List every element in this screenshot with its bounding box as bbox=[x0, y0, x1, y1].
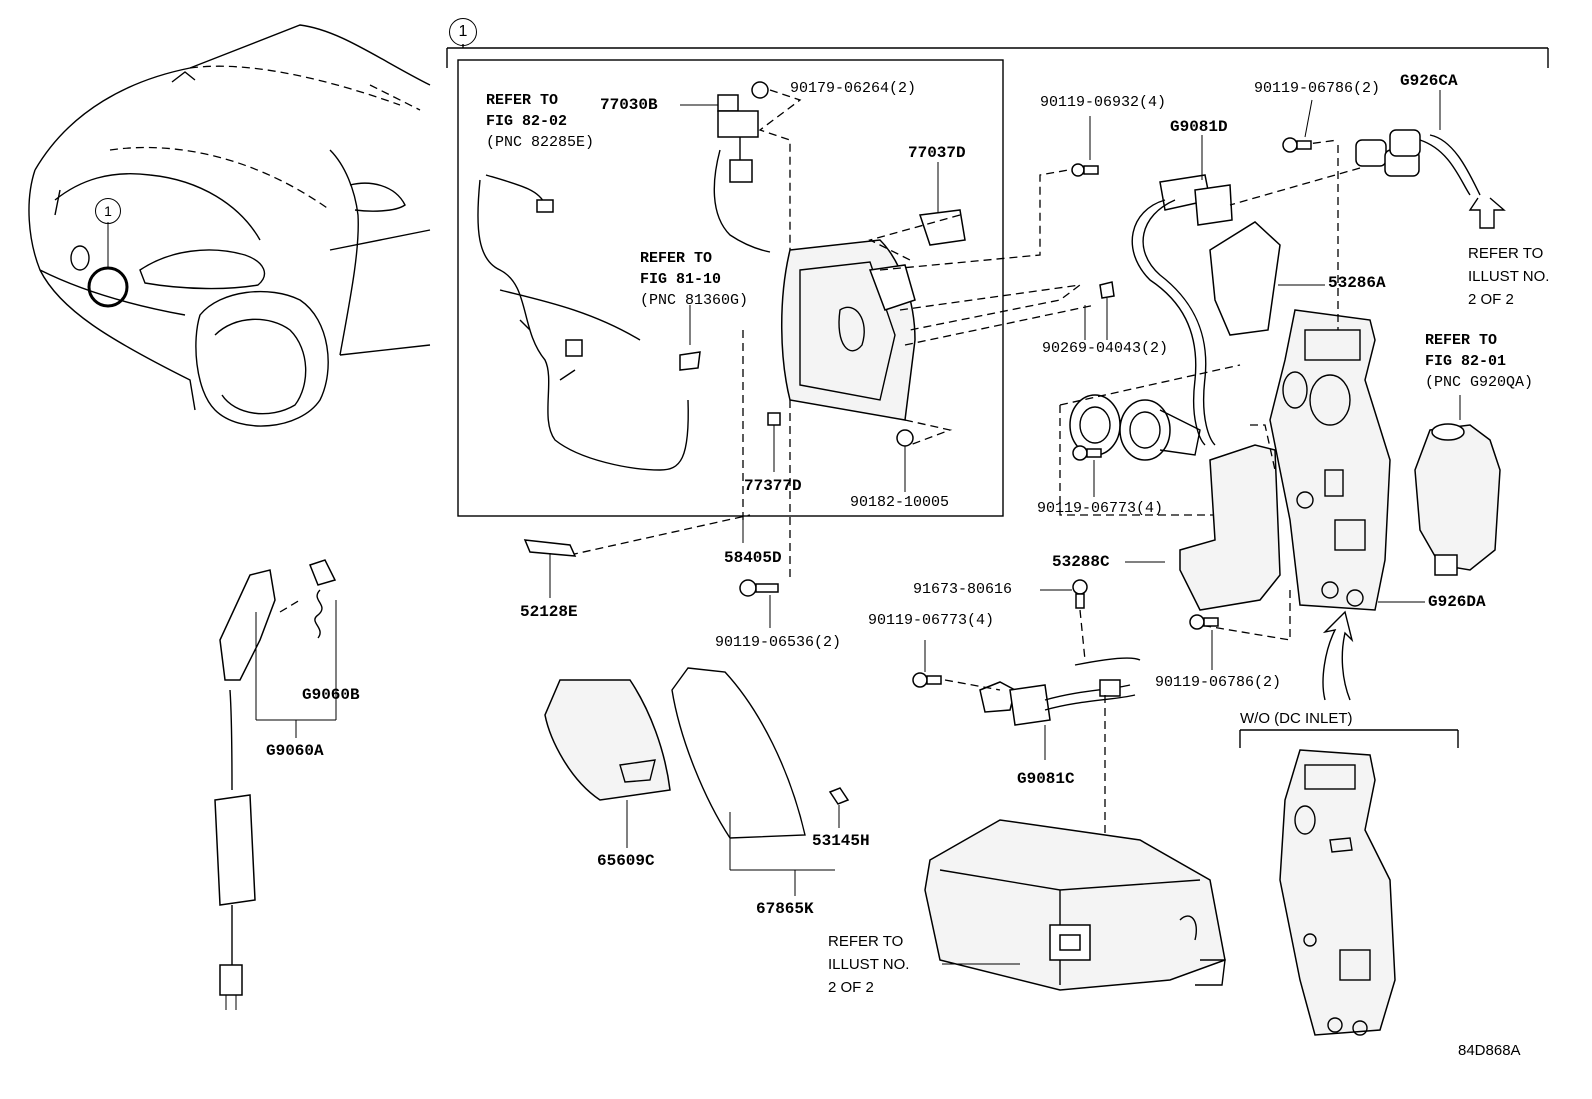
note-ref-line3: (PNC 81360G) bbox=[640, 292, 749, 309]
label-77037D: 77037D bbox=[908, 144, 966, 162]
label-90269-04043: 90269-04043(2) bbox=[1042, 340, 1169, 357]
part-G9081D bbox=[1131, 135, 1233, 446]
clip-81360G bbox=[679, 351, 701, 371]
bolt-90119-06773-a bbox=[1072, 445, 1102, 497]
part-G926CA bbox=[1355, 90, 1506, 229]
label-58405D: 58405D bbox=[724, 549, 782, 567]
note-ref-illust-bottom: REFER TO ILLUST NO. 2 OF 2 bbox=[828, 930, 909, 999]
bolt-91673 bbox=[1040, 579, 1088, 609]
label-90119-06773-b: 90119-06773(4) bbox=[868, 612, 995, 629]
note-ref-line3: 2 OF 2 bbox=[1468, 291, 1514, 308]
label-90119-06773-a: 90119-06773(4) bbox=[1037, 500, 1164, 517]
note-ref-line3: (PNC 82285E) bbox=[486, 134, 595, 151]
part-53288C bbox=[1125, 444, 1281, 611]
note-ref-line3: (PNC G920QA) bbox=[1425, 374, 1534, 391]
note-ref-fig-82-02: REFER TO FIG 82-02 (PNC 82285E) bbox=[486, 90, 594, 153]
part-G920QA bbox=[1414, 395, 1501, 576]
note-ref-line1: REFER TO bbox=[1468, 245, 1544, 262]
label-91673-80616: 91673-80616 bbox=[913, 581, 1013, 598]
part-53286A bbox=[1209, 221, 1325, 336]
label-90119-06932: 90119-06932(4) bbox=[1040, 94, 1167, 111]
label-52128E: 52128E bbox=[520, 603, 578, 621]
note-ref-line2: FIG 82-01 bbox=[1425, 353, 1507, 370]
note-ref-line1: REFER TO bbox=[828, 933, 904, 950]
note-ref-line2: FIG 82-02 bbox=[486, 113, 568, 130]
callout-marker-1: 1 bbox=[449, 18, 477, 46]
note-ref-line2: FIG 81-10 bbox=[640, 271, 722, 288]
part-inlet-sockets bbox=[1069, 394, 1201, 461]
part-G9081C bbox=[979, 657, 1141, 760]
note-wo-dc-inlet: W/O (DC INLET) bbox=[1240, 710, 1353, 727]
label-90119-06786-top: 90119-06786(2) bbox=[1254, 80, 1381, 97]
label-67865K: 67865K bbox=[756, 900, 814, 918]
label-G9081C: G9081C bbox=[1017, 770, 1075, 788]
vehicle-illustration bbox=[28, 24, 431, 427]
note-ref-fig-82-01: REFER TO FIG 82-01 (PNC G920QA) bbox=[1425, 330, 1533, 393]
bolt-90119-06786-top bbox=[1282, 99, 1313, 153]
note-ref-line1: REFER TO bbox=[640, 250, 713, 267]
label-90119-06786-bottom: 90119-06786(2) bbox=[1155, 674, 1282, 691]
part-52128E bbox=[523, 539, 577, 557]
clip-77377D bbox=[767, 412, 781, 426]
part-53145H bbox=[828, 787, 850, 828]
figure-code: 84D868A bbox=[1458, 1042, 1521, 1059]
bolt-90119-06773-b bbox=[912, 640, 942, 688]
note-ref-fig-81-10: REFER TO FIG 81-10 (PNC 81360G) bbox=[640, 248, 748, 311]
part-77030B bbox=[680, 94, 771, 253]
label-G9081D: G9081D bbox=[1170, 118, 1228, 136]
label-77377D: 77377D bbox=[744, 477, 802, 495]
label-90119-06536: 90119-06536(2) bbox=[715, 634, 842, 651]
part-charger-unit bbox=[924, 819, 1226, 991]
label-G9060B: G9060B bbox=[302, 686, 360, 704]
part-90269-04043 bbox=[1099, 281, 1115, 340]
note-ref-illust-top: REFER TO ILLUST NO. 2 OF 2 bbox=[1468, 242, 1549, 311]
label-90182-10005: 90182-10005 bbox=[850, 494, 950, 511]
note-ref-line2: ILLUST NO. bbox=[828, 956, 910, 973]
wire-harness-82285E bbox=[477, 174, 689, 471]
note-ref-line1: REFER TO bbox=[1425, 332, 1498, 349]
label-77030B: 77030B bbox=[600, 96, 658, 114]
label-90179-06264: 90179-06264(2) bbox=[790, 80, 917, 97]
clip-90179 bbox=[751, 81, 769, 99]
label-G926DA: G926DA bbox=[1428, 593, 1486, 611]
label-65609C: 65609C bbox=[597, 852, 655, 870]
label-G9060A: G9060A bbox=[266, 742, 324, 760]
part-65609C bbox=[544, 679, 671, 848]
label-53288C: 53288C bbox=[1052, 553, 1110, 571]
part-67865K bbox=[671, 667, 835, 896]
part-G9060A-cable bbox=[214, 559, 337, 1010]
bolt-90119-06536 bbox=[739, 579, 779, 628]
part-G926DA-panel bbox=[1269, 309, 1425, 611]
bolt-90119-06786-bot bbox=[1189, 614, 1219, 670]
label-G926CA: G926CA bbox=[1400, 72, 1458, 90]
part-90119-06932-bolt bbox=[1071, 116, 1099, 177]
label-53145H: 53145H bbox=[812, 832, 870, 850]
part-77037D bbox=[918, 162, 966, 246]
clip-90182 bbox=[896, 429, 914, 447]
label-53286A: 53286A bbox=[1328, 274, 1386, 292]
note-ref-line2: ILLUST NO. bbox=[1468, 268, 1550, 285]
note-ref-line1: REFER TO bbox=[486, 92, 559, 109]
note-ref-line3: 2 OF 2 bbox=[828, 979, 874, 996]
vehicle-callout-marker-1: 1 bbox=[95, 198, 121, 224]
part-inlet-lid-58405D bbox=[780, 239, 916, 421]
panel-without-dc-inlet bbox=[1279, 749, 1396, 1036]
